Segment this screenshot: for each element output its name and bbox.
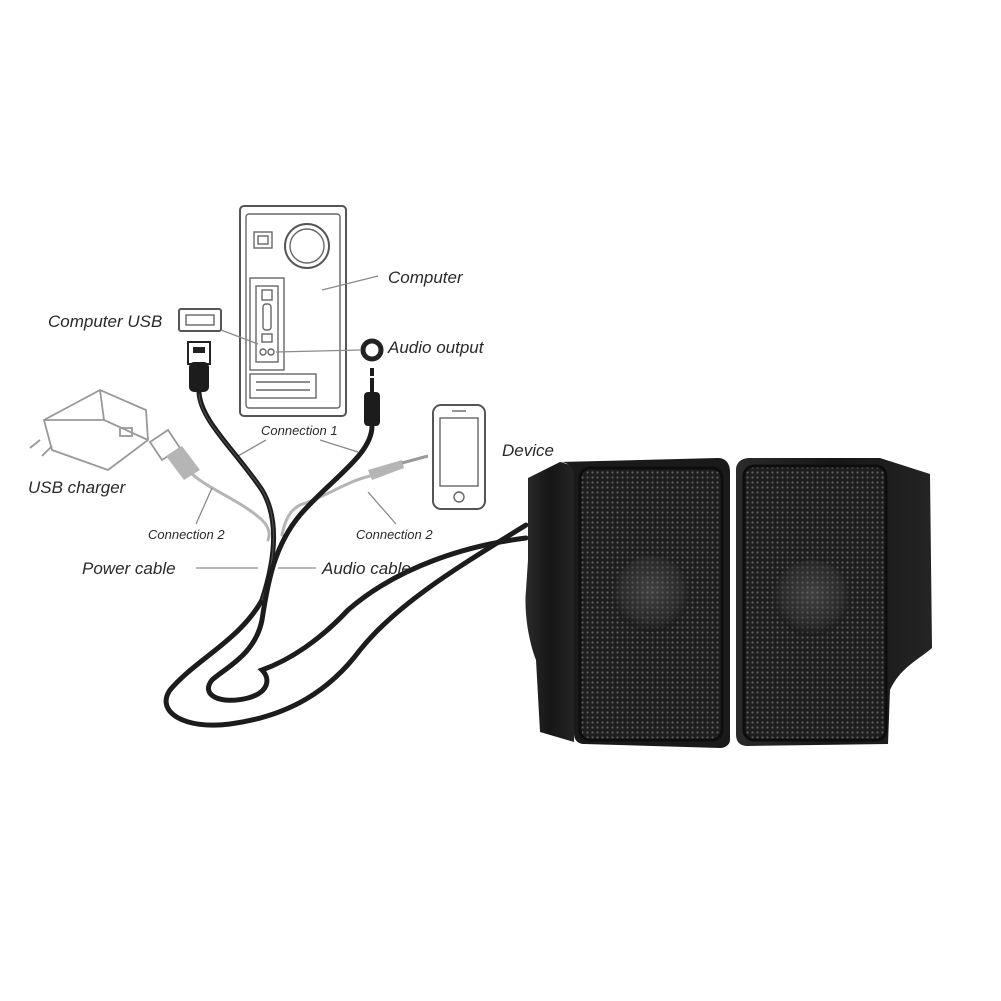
left-speaker bbox=[525, 458, 730, 748]
audio-output-label: Audio output bbox=[387, 338, 485, 357]
right-speaker bbox=[736, 458, 932, 746]
audio-cable bbox=[206, 423, 529, 703]
computer-usb-label: Computer USB bbox=[48, 312, 162, 331]
connection-2-left-label: Connection 2 bbox=[148, 527, 225, 542]
power-cable-label: Power cable bbox=[82, 559, 176, 578]
audio-output-jack-icon bbox=[360, 338, 384, 362]
grey-audio-plug-icon bbox=[368, 454, 429, 480]
grey-usb-plug-icon bbox=[148, 428, 200, 480]
computer-usb-port-icon bbox=[178, 308, 222, 332]
phone-device-icon bbox=[432, 404, 486, 510]
connection-2-right-label: Connection 2 bbox=[356, 527, 433, 542]
device-label: Device bbox=[502, 441, 554, 460]
computer-label: Computer bbox=[388, 268, 464, 287]
computer-tower-icon bbox=[239, 205, 347, 417]
audio-plug-icon bbox=[364, 368, 380, 426]
grey-audio-cable bbox=[280, 474, 372, 537]
usb-charger-icon bbox=[29, 389, 149, 472]
audio-cable-label: Audio cable bbox=[321, 559, 411, 578]
grey-power-cable bbox=[190, 472, 271, 542]
usb-charger-label: USB charger bbox=[28, 478, 127, 497]
connection-1-label: Connection 1 bbox=[261, 423, 338, 438]
usb-plug-icon bbox=[187, 341, 211, 392]
